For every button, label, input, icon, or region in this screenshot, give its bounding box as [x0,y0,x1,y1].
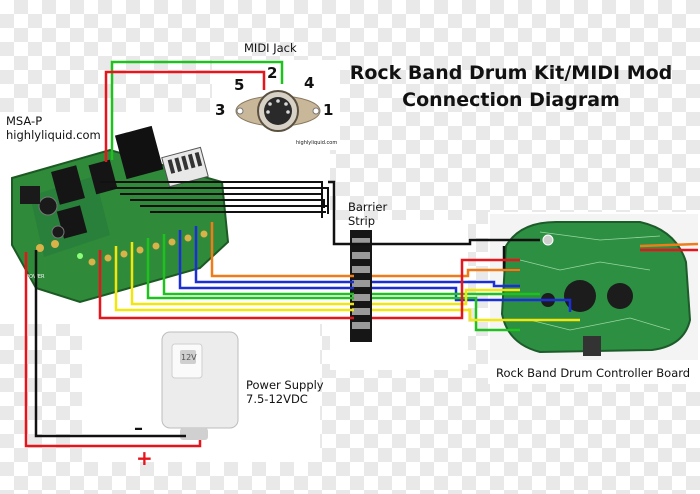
wire-black-bus [100,181,329,218]
barrier-label-line-2: Strip [348,214,376,228]
wire-green-2 [146,238,520,332]
wire-yellow-2 [114,246,580,322]
power-supply-label-line-2: 7.5-12VDC [246,392,308,406]
msa-label-line-1: MSA-P [6,114,43,128]
wire-red-signal [98,250,520,320]
controller-label: Rock Band Drum Controller Board [496,366,691,380]
polarity-minus: – [134,418,143,439]
barrier-label-line-1: Barrier [348,200,388,214]
midi-jack-brand: highlyliquid.com [296,140,338,146]
midi-pin-5: 5 [234,76,245,94]
wire-blue-1 [194,226,520,288]
midi-pin-2: 2 [267,64,278,82]
adapter-voltage-text: 12V [181,353,197,362]
power-supply-label-line-1: Power Supply [246,378,324,392]
wire-yellow-1 [130,242,520,306]
wire-black-ground [328,180,540,246]
midi-jack-label: MIDI Jack [244,41,297,55]
wire-blue-2 [178,230,572,312]
wire-orange [210,222,520,278]
title-line-1: Rock Band Drum Kit/MIDI Mod [349,62,673,84]
wire-power-black [34,250,186,438]
wire-midi-green [110,60,284,160]
drum-controller-board [490,214,699,360]
midi-pin-4: 4 [304,74,315,92]
wire-power-red [24,252,202,448]
midi-jack [235,90,321,132]
polarity-plus: + [136,446,153,470]
wire-green-1 [162,234,540,296]
barrier-strip [350,230,372,342]
midi-pin-3: 3 [215,101,226,119]
diagram-title: Rock Band Drum Kit/MIDI Mod Connection D… [322,60,700,114]
msa-label-line-2: highlyliquid.com [6,128,101,142]
midi-pin-1: 1 [323,101,334,119]
wire-midi-red [104,70,266,162]
title-line-2: Connection Diagram [402,89,620,111]
power-adapter [161,331,239,440]
